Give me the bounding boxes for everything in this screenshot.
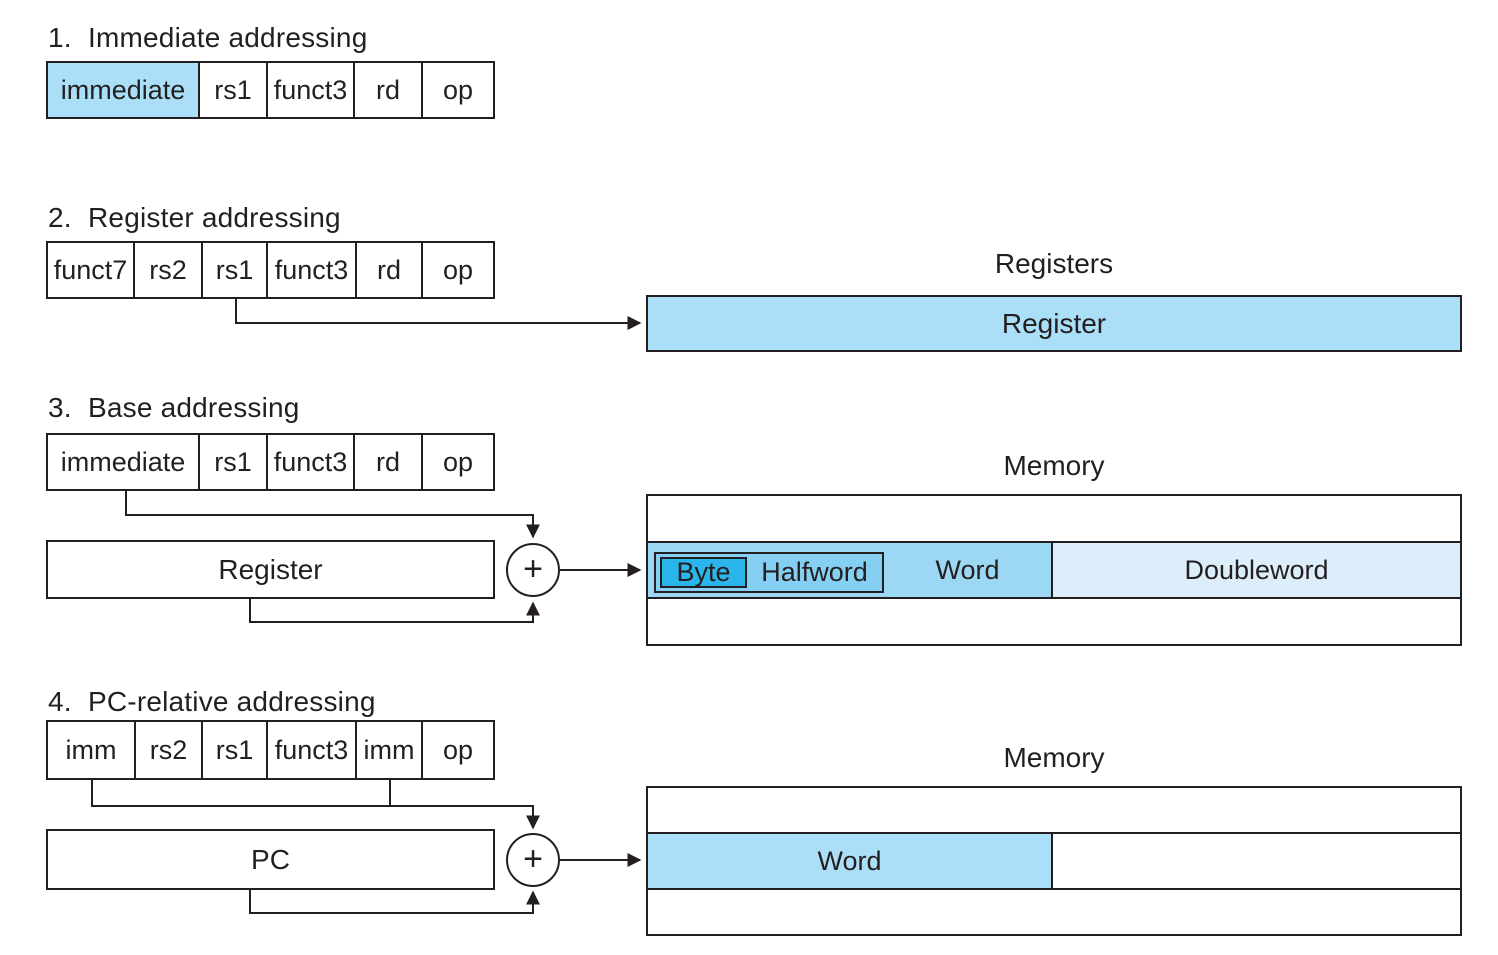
section4-instruction-fields: imm rs2 rs1 funct3 imm op (46, 720, 495, 780)
section1-title: Immediate addressing (88, 22, 368, 53)
field-cell-funct3: funct3 (268, 435, 355, 489)
section4-number: 4. (48, 686, 72, 717)
field-cell-funct3: funct3 (268, 722, 357, 778)
doubleword-box: Doubleword (1053, 543, 1460, 597)
memory-box: Byte Halfword Word Doubleword (646, 494, 1462, 646)
memory-title: Memory (1003, 742, 1105, 773)
wire-imm-to-adder (91, 780, 540, 830)
field-cell-op: op (442, 446, 474, 477)
field-cell-imm-hi: imm (48, 722, 136, 778)
field-cell-rs1: rs1 (203, 243, 268, 297)
section3-heading: 3. Base addressing (48, 392, 300, 424)
section3-instruction-fields: immediate rs1 funct3 rd op (46, 433, 495, 491)
section1-instruction-fields: immediate rs1 funct3 rd op (46, 61, 495, 119)
registers-title: Registers (994, 248, 1114, 279)
memory-title: Memory (1003, 450, 1105, 481)
wire-immediate-to-adder (125, 489, 540, 539)
adder-circle: + (506, 833, 560, 887)
memory-empty-region (1053, 834, 1460, 888)
field-cell-rs1: rs1 (203, 722, 268, 778)
section4-heading: 4. PC-relative addressing (48, 686, 376, 718)
memory-row-data: Word (648, 834, 1460, 890)
memory-row-empty-top (648, 496, 1460, 543)
section2-number: 2. (48, 202, 72, 233)
pc-box: PC (46, 829, 495, 890)
memory-row-empty-bottom (648, 890, 1460, 934)
field-cell-rd: rd (355, 63, 423, 117)
memory-row-empty-bottom (648, 599, 1460, 644)
word-region: Byte Halfword Word (648, 543, 1053, 597)
field-cell-rs1: rs1 (200, 435, 268, 489)
field-cell-op: op (442, 254, 474, 285)
byte-box: Byte (660, 557, 747, 588)
section4-title: PC-relative addressing (88, 686, 376, 717)
base-register-box: Register (46, 540, 495, 599)
section2-title: Register addressing (88, 202, 341, 233)
field-cell-op: op (442, 74, 474, 105)
field-cell-immediate: immediate (48, 63, 200, 117)
register-box: Register (646, 295, 1462, 352)
word-label: Word (935, 554, 1000, 585)
wire-rs1-to-register (235, 297, 642, 330)
halfword-box: Byte Halfword (654, 552, 884, 593)
field-cell-funct3: funct3 (268, 63, 355, 117)
section3-title: Base addressing (88, 392, 300, 423)
field-cell-rd: rd (357, 243, 423, 297)
field-cell-rs2: rs2 (136, 722, 203, 778)
section1-number: 1. (48, 22, 72, 53)
section1-heading: 1. Immediate addressing (48, 22, 367, 54)
word-box: Word (648, 834, 1053, 888)
adder-circle: + (506, 543, 560, 597)
wire-pc-to-adder (249, 890, 540, 914)
section2-heading: 2. Register addressing (48, 202, 341, 234)
memory-row-data: Byte Halfword Word Doubleword (648, 543, 1460, 599)
memory-box: Word (646, 786, 1462, 936)
section3-number: 3. (48, 392, 72, 423)
halfword-label: Halfword (761, 557, 868, 587)
field-cell-rs2: rs2 (135, 243, 203, 297)
wire-register-to-adder (249, 599, 540, 623)
field-cell-imm-lo: imm (357, 722, 423, 778)
memory-row-empty-top (648, 788, 1460, 834)
field-cell-rd: rd (355, 435, 423, 489)
field-cell-op: op (442, 734, 474, 765)
section2-instruction-fields: funct7 rs2 rs1 funct3 rd op (46, 241, 495, 299)
field-cell-immediate: immediate (48, 435, 200, 489)
field-cell-funct3: funct3 (268, 243, 357, 297)
field-cell-rs1: rs1 (200, 63, 268, 117)
field-cell-funct7: funct7 (48, 243, 135, 297)
